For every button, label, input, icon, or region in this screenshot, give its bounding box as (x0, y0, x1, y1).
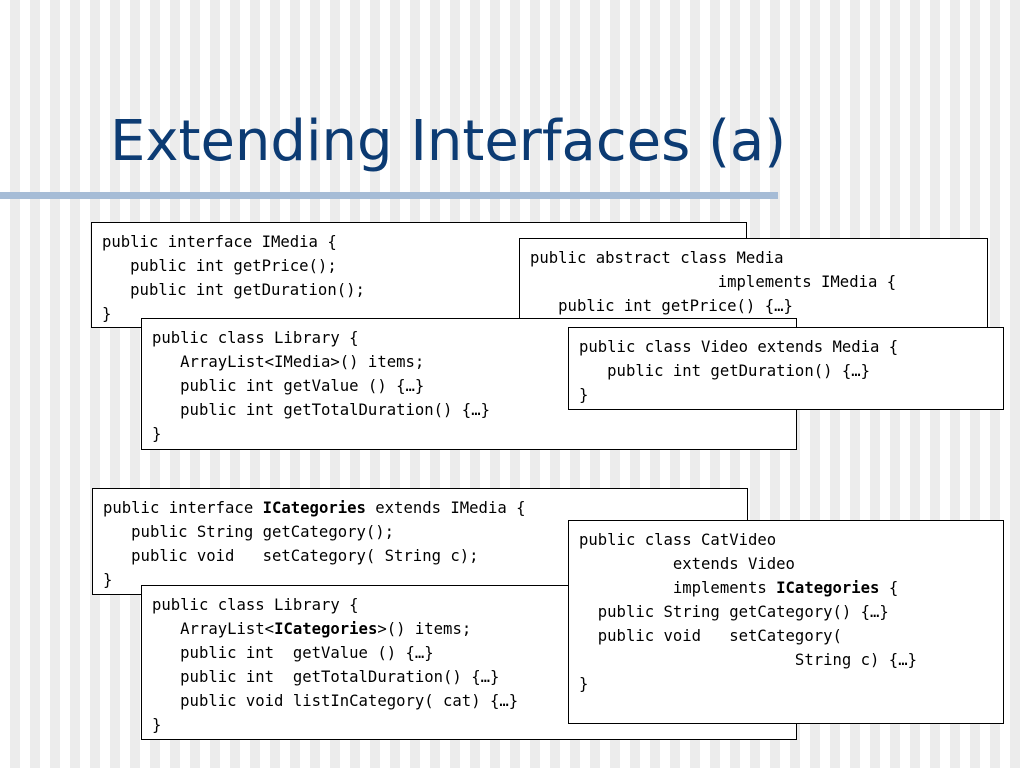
code-text: >() items; (377, 620, 472, 638)
slide-title: Extending Interfaces (a) (110, 109, 787, 174)
code-text: implements IMedia { (530, 273, 897, 291)
code-line: public int getDuration(); (102, 278, 736, 302)
code-text: public int getPrice(); (102, 257, 337, 275)
code-line: public String getCategory() {…} (579, 600, 993, 624)
code-text: public void listInCategory( cat) {…} (152, 692, 519, 710)
code-line: public void setCategory( String c); (103, 544, 737, 568)
code-line: public interface ICategories extends IMe… (103, 496, 737, 520)
code-line: implements ICategories { (579, 576, 993, 600)
code-text: public class CatVideo (579, 531, 777, 549)
code-text: public class Library { (152, 596, 359, 614)
code-keyword-highlight: ICategories (274, 620, 378, 638)
code-text: public int getValue () {…} (152, 377, 425, 395)
code-line: String c) {…} (579, 648, 993, 672)
code-line: public int getPrice() {…} (530, 294, 977, 318)
code-line: public int getPrice(); (102, 254, 736, 278)
code-line: public int getValue () {…} (152, 374, 786, 398)
code-text: extends IMedia { (365, 499, 526, 517)
code-text: public void setCategory( (579, 627, 842, 645)
code-text: public abstract class Media (530, 249, 784, 267)
code-line: ArrayList<ICategories>() items; (152, 617, 786, 641)
code-text: public int getTotalDuration() {…} (152, 401, 490, 419)
code-text: } (152, 716, 162, 734)
code-text: public interface IMedia { (102, 233, 337, 251)
code-text: public String getCategory(); (103, 523, 395, 541)
code-text: ArrayList< (152, 620, 275, 638)
code-text: String c) {…} (579, 651, 917, 669)
code-text: public int getValue () {…} (152, 644, 434, 662)
code-line: ArrayList<IMedia>() items; (152, 350, 786, 374)
code-box-catvideo-class: public class CatVideo extends Video impl… (568, 520, 1004, 724)
code-text: } (152, 425, 162, 443)
code-text: public class Library { (152, 329, 359, 347)
code-line: public class Video extends Media { (579, 335, 993, 359)
code-text: public class Video extends Media { (579, 338, 899, 356)
code-text: extends Video (579, 555, 795, 573)
code-text: public int getTotalDuration() {…} (152, 668, 500, 686)
code-line: extends Video (579, 552, 993, 576)
code-line: public class Library { (152, 593, 786, 617)
code-text: ArrayList<IMedia>() items; (152, 353, 425, 371)
code-text: public String getCategory() {…} (579, 603, 889, 621)
code-line: public int getTotalDuration() {…} (152, 398, 786, 422)
code-text: public interface (103, 499, 263, 517)
code-line: public abstract class Media (530, 246, 977, 270)
title-underline (0, 192, 778, 199)
code-line: } (103, 568, 737, 592)
code-line: public void setCategory( (579, 624, 993, 648)
code-text: public void setCategory( String c); (103, 547, 479, 565)
code-line: implements IMedia { (530, 270, 977, 294)
code-text: implements (579, 579, 777, 597)
code-line: } (102, 302, 736, 326)
code-text: } (579, 675, 589, 693)
code-text: public int getPrice() {…} (530, 297, 793, 315)
code-line: public String getCategory(); (103, 520, 737, 544)
code-line: public class Library { (152, 326, 786, 350)
code-line: } (152, 422, 786, 446)
code-text: { (879, 579, 899, 597)
code-line: public int getValue () {…} (152, 641, 786, 665)
code-keyword-highlight: ICategories (262, 499, 366, 517)
code-line: public class CatVideo (579, 528, 993, 552)
code-text: } (102, 305, 112, 323)
code-line: public void listInCategory( cat) {…} (152, 689, 786, 713)
code-line: } (579, 672, 993, 696)
code-text: public int getDuration() {…} (579, 362, 871, 380)
code-line: public interface IMedia { (102, 230, 736, 254)
code-line: } (152, 713, 786, 737)
code-text: public int getDuration(); (102, 281, 365, 299)
code-line: } (579, 383, 993, 407)
code-line: public int getDuration() {…} (579, 359, 993, 383)
code-line: public int getTotalDuration() {…} (152, 665, 786, 689)
code-text: } (579, 386, 589, 404)
code-text: } (103, 571, 113, 589)
code-keyword-highlight: ICategories (776, 579, 880, 597)
code-box-video-class: public class Video extends Media { publi… (568, 327, 1004, 410)
